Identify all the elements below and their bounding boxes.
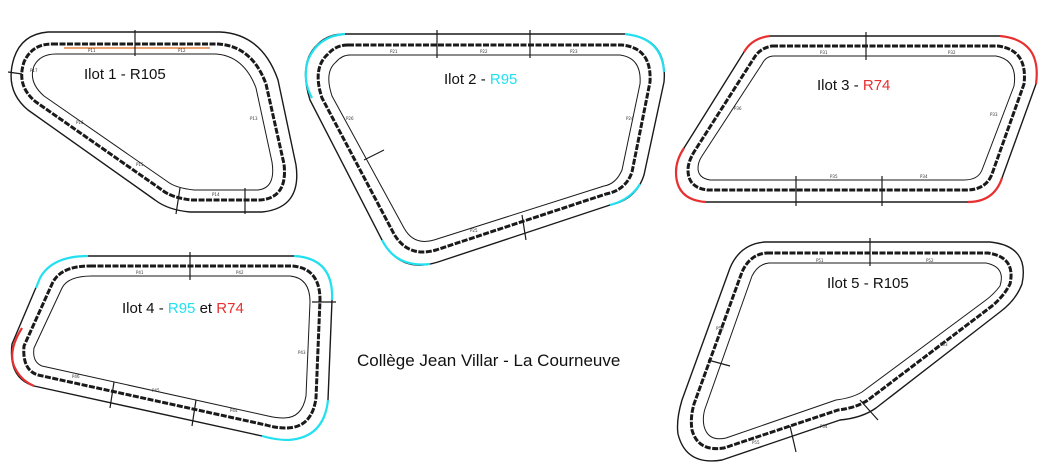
- segment-label: P56: [716, 326, 724, 331]
- segment-label: P26: [346, 116, 354, 121]
- segment-label: P17: [30, 68, 38, 73]
- segment-label: P13: [250, 116, 258, 121]
- ilot-1-label: Ilot 1 - R105: [84, 66, 166, 83]
- ilot-3-segment-ids: P31 P32 P33 P34 P35 P36: [734, 50, 998, 179]
- segment-label: P44: [230, 408, 238, 413]
- segment-label: P24: [626, 116, 634, 121]
- ilot-3-rail: [686, 44, 1026, 192]
- ilot-1-segment-ids: P11 P12 P13 P14 P15 P16 P17: [30, 48, 258, 197]
- ilot-5-label: Ilot 5 - R105: [827, 275, 909, 292]
- ilot-2-label: Ilot 2 - R95: [444, 71, 517, 88]
- segment-label: P46: [72, 374, 80, 379]
- segment-label: P22: [480, 49, 488, 54]
- segment-label: P11: [88, 48, 96, 53]
- ilot-2-outer: [304, 33, 666, 266]
- ilot-3-label: Ilot 3 - R74: [817, 77, 890, 94]
- ilot-4-curve-r74: [11, 327, 35, 388]
- ilot-5-outer: [676, 241, 1024, 462]
- ilot-1-track: [7, 30, 298, 215]
- ilot-1-rail: [20, 42, 286, 202]
- segment-label: P43: [298, 350, 306, 355]
- segment-label: P36: [734, 106, 742, 111]
- ilot-2-track: [304, 30, 666, 266]
- ilot-1-inner: [31, 53, 274, 191]
- segment-label: P41: [136, 270, 144, 275]
- segment-label: P52: [926, 258, 934, 263]
- segment-label: P45: [152, 388, 160, 393]
- ilot-4-track: [10, 252, 336, 442]
- ilot-3-track: [674, 32, 1038, 206]
- ilot-3-inner: [697, 55, 1016, 181]
- ilot-3-outer: [675, 35, 1038, 203]
- ilot-4-rail: [22, 264, 322, 430]
- ilot-4-segment-ids: P41 P42 P43 P44 P45 P46: [72, 270, 306, 413]
- segment-label: P12: [178, 48, 186, 53]
- segment-label: P42: [236, 270, 244, 275]
- segment-label: P54: [820, 424, 828, 429]
- ilot-4-inner: [33, 275, 311, 419]
- segment-label: P35: [830, 174, 838, 179]
- ilot-2-inner: [328, 54, 641, 242]
- segment-label: P16: [76, 120, 84, 125]
- ilot-2-curve-r95: [304, 32, 346, 99]
- segment-label: P34: [920, 174, 928, 179]
- ilot-4-outer: [10, 255, 333, 441]
- segment-label: P31: [820, 50, 828, 55]
- segment-label: P15: [136, 162, 144, 167]
- ilot-5-track: [676, 238, 1024, 462]
- segment-label: P25: [470, 228, 478, 233]
- ilot-4-label: Ilot 4 - R95 et R74: [122, 300, 244, 317]
- segment-label: P53: [940, 342, 948, 347]
- page-title: Collège Jean Villar - La Courneuve: [357, 351, 620, 370]
- ilot-1-outer: [10, 31, 298, 213]
- segment-label: P32: [948, 50, 956, 55]
- ilot-5-inner: [702, 262, 1002, 440]
- ilot-2-rail: [316, 43, 652, 254]
- segment-label: P33: [990, 112, 998, 117]
- ilot-5-segment-ids: P51 P52 P53 P54 P55 P56: [716, 258, 948, 445]
- ilot-3-curve-r74: [743, 34, 771, 53]
- ilot-2-segment-ids: P21 P22 P23 P24 P25 P26: [346, 49, 634, 233]
- segment-label: P23: [570, 49, 578, 54]
- segment-label: P14: [212, 192, 220, 197]
- segment-label: P51: [816, 258, 824, 263]
- segment-label: P55: [752, 440, 760, 445]
- segment-label: P21: [390, 49, 398, 54]
- ilot-4-curve-r95: [34, 254, 89, 289]
